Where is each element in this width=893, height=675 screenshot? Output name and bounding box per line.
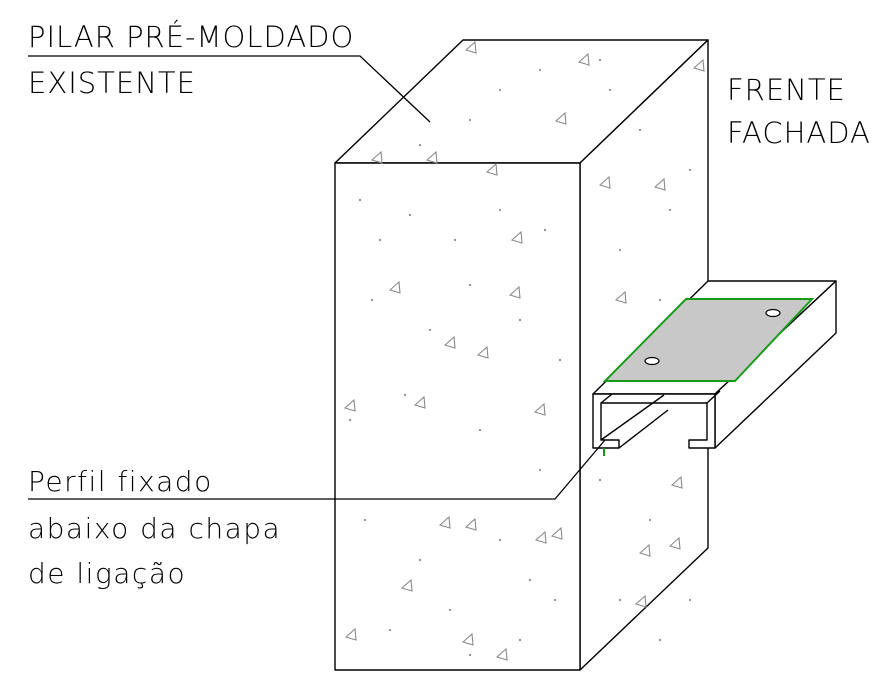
concrete-aggregate bbox=[343, 398, 356, 412]
frente-label-line1: FRENTE bbox=[727, 73, 846, 107]
leader-pilar bbox=[28, 55, 431, 123]
concrete-speck bbox=[688, 598, 692, 602]
profile-inner-lip-right bbox=[706, 390, 721, 404]
concrete-speck bbox=[658, 638, 662, 642]
concrete-aggregate bbox=[598, 175, 611, 189]
concrete-texture bbox=[343, 40, 705, 661]
concrete-speck bbox=[428, 328, 432, 332]
leader-perfil bbox=[28, 439, 606, 500]
concrete-aggregate bbox=[533, 402, 546, 416]
concrete-aggregate bbox=[370, 150, 383, 164]
perfil-label-line1: Perfil fixado bbox=[28, 465, 213, 498]
concrete-speck bbox=[553, 598, 557, 602]
concrete-speck bbox=[668, 208, 672, 212]
concrete-speck bbox=[498, 208, 502, 212]
concrete-speck bbox=[478, 428, 482, 432]
concrete-speck bbox=[618, 248, 622, 252]
concrete-speck bbox=[370, 298, 374, 302]
concrete-speck bbox=[538, 68, 542, 72]
concrete-aggregate bbox=[388, 280, 401, 294]
concrete-speck bbox=[498, 538, 502, 542]
concrete-aggregate bbox=[400, 578, 413, 592]
concrete-aggregate bbox=[461, 632, 474, 646]
concrete-speck bbox=[408, 213, 412, 217]
concrete-aggregate bbox=[638, 543, 651, 557]
concrete-speck bbox=[598, 58, 602, 62]
concrete-speck bbox=[648, 518, 652, 522]
concrete-speck bbox=[378, 238, 382, 242]
bolt-hole-back bbox=[765, 308, 781, 318]
concrete-aggregate bbox=[634, 594, 647, 608]
concrete-aggregate bbox=[485, 162, 498, 176]
concrete-speck bbox=[638, 128, 642, 132]
concrete-aggregate bbox=[413, 395, 426, 409]
concrete-speck bbox=[528, 578, 532, 582]
concrete-aggregate bbox=[534, 530, 547, 544]
concrete-speck bbox=[418, 143, 422, 147]
concrete-speck bbox=[618, 598, 622, 602]
concrete-speck bbox=[448, 608, 452, 612]
perfil-label-line3: de ligação bbox=[28, 557, 186, 590]
concrete-speck bbox=[403, 393, 407, 397]
concrete-aggregate bbox=[692, 58, 705, 72]
concrete-speck bbox=[348, 418, 352, 422]
profile-inner-lip-left bbox=[600, 393, 669, 449]
concrete-speck bbox=[518, 638, 522, 642]
concrete-aggregate bbox=[653, 177, 666, 191]
concrete-speck bbox=[658, 298, 662, 302]
concrete-aggregate bbox=[425, 150, 438, 164]
concrete-aggregate bbox=[344, 627, 357, 641]
pilar-label-line2: EXISTENTE bbox=[28, 66, 196, 100]
concrete-speck bbox=[538, 468, 542, 472]
concrete-speck bbox=[598, 478, 602, 482]
frente-label-line2: FACHADA bbox=[727, 116, 871, 150]
bolt-hole-front bbox=[644, 356, 660, 366]
concrete-aggregate bbox=[554, 111, 567, 125]
concrete-aggregate bbox=[443, 335, 456, 349]
concrete-speck bbox=[363, 518, 367, 522]
concrete-aggregate bbox=[670, 475, 683, 489]
perfil-label-line2: abaixo da chapa bbox=[28, 512, 281, 545]
concrete-aggregate bbox=[550, 526, 563, 540]
concrete-speck bbox=[468, 118, 472, 122]
concrete-speck bbox=[418, 558, 422, 562]
concrete-speck bbox=[688, 168, 692, 172]
concrete-speck bbox=[498, 88, 502, 92]
concrete-speck bbox=[468, 283, 472, 287]
concrete-aggregate bbox=[510, 230, 523, 244]
concrete-aggregate bbox=[508, 285, 521, 299]
concrete-aggregate bbox=[464, 40, 477, 54]
concrete-aggregate bbox=[614, 290, 627, 304]
concrete-speck bbox=[453, 238, 457, 242]
concrete-aggregate bbox=[495, 647, 508, 661]
concrete-aggregate bbox=[464, 517, 477, 531]
concrete-speck bbox=[558, 358, 562, 362]
concrete-aggregate bbox=[438, 515, 451, 529]
concrete-speck bbox=[518, 318, 522, 322]
concrete-speck bbox=[608, 88, 612, 92]
concrete-speck bbox=[358, 198, 362, 202]
concrete-aggregate bbox=[577, 52, 590, 66]
concrete-speck bbox=[388, 628, 392, 632]
concrete-aggregate bbox=[476, 345, 489, 359]
concrete-speck bbox=[543, 228, 547, 232]
column-front-face bbox=[334, 162, 581, 671]
pilar-label-line1: PILAR PRÉ-MOLDADO bbox=[28, 20, 354, 54]
concrete-aggregate bbox=[668, 536, 681, 550]
concrete-speck bbox=[468, 653, 472, 657]
